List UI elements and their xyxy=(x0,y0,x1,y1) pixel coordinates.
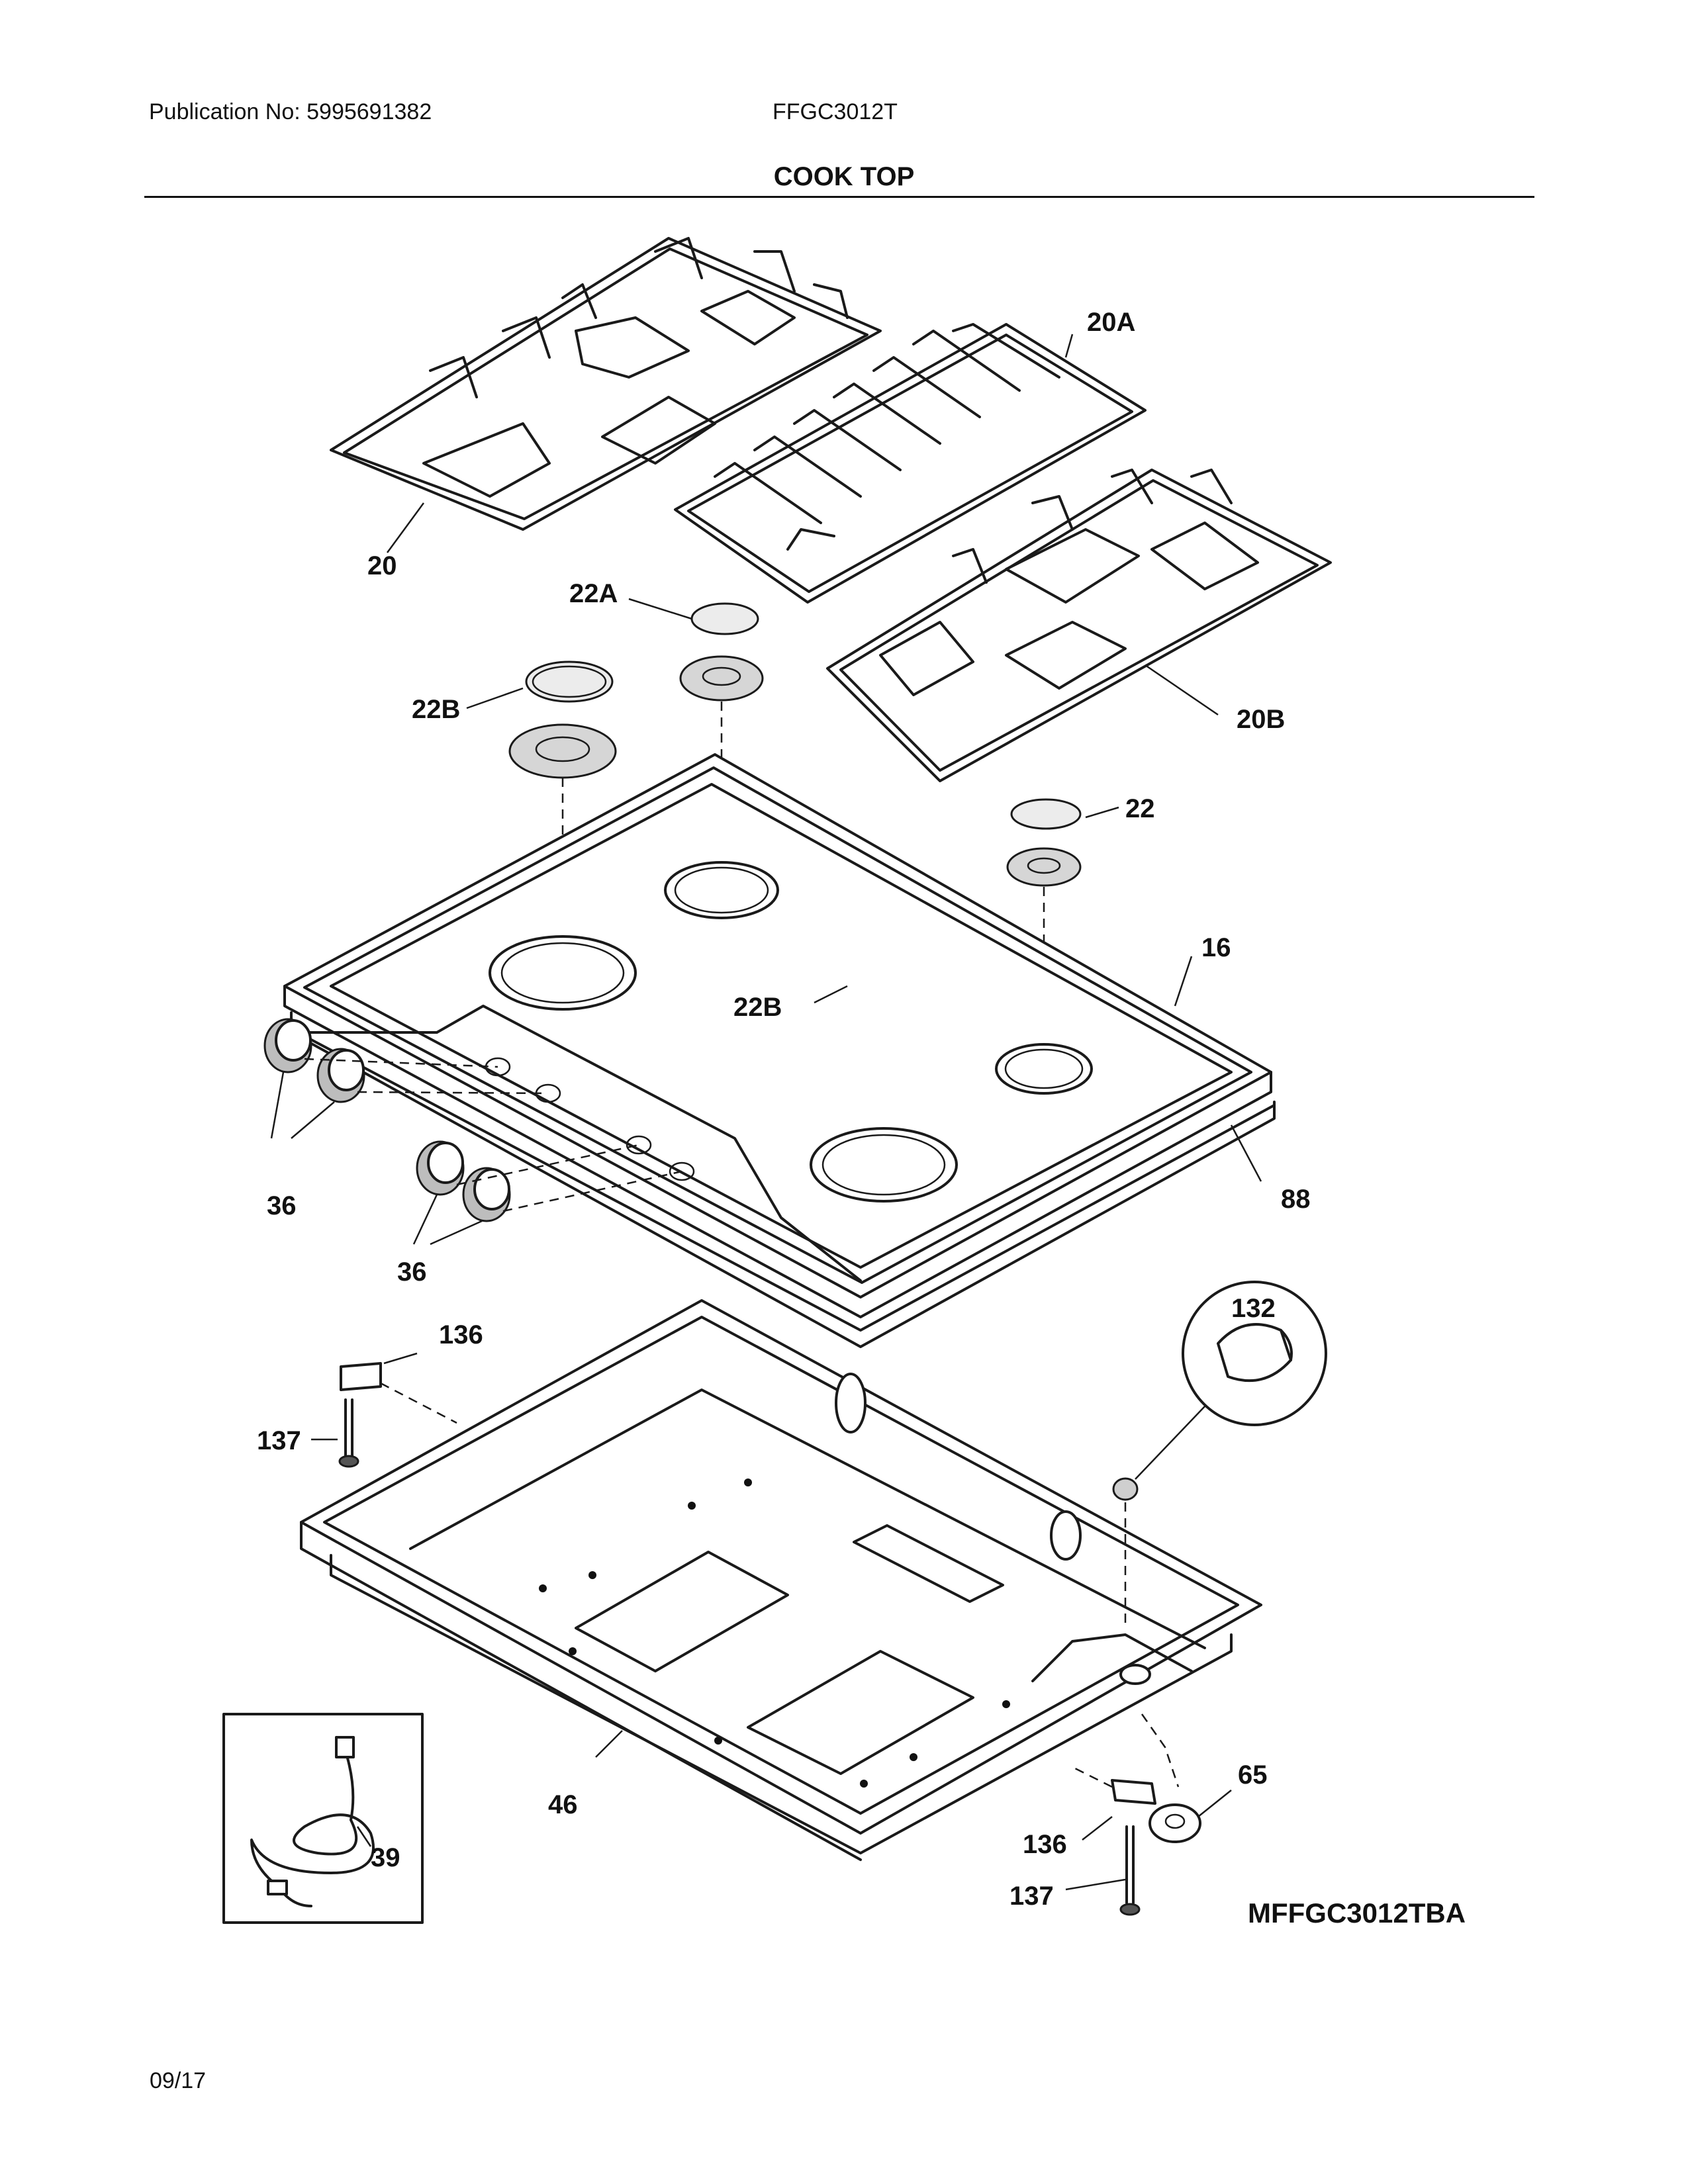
leader-line xyxy=(386,502,425,553)
bracket-bottom[interactable] xyxy=(1111,1779,1156,1805)
grate-left[interactable] xyxy=(330,237,882,531)
knob-1[interactable] xyxy=(263,1018,312,1073)
cap-right[interactable] xyxy=(1010,798,1082,830)
callout-65: 65 xyxy=(1238,1760,1268,1790)
leader-line xyxy=(1145,664,1219,716)
screw-top[interactable] xyxy=(338,1398,359,1468)
leader-line xyxy=(1230,1124,1262,1182)
leader-line xyxy=(1197,1790,1232,1817)
leader-line xyxy=(1174,956,1193,1007)
callout-20: 20 xyxy=(367,551,397,580)
leader-line xyxy=(814,985,848,1004)
callout-22b-rear: 22B xyxy=(412,695,460,724)
callout-36-left: 36 xyxy=(267,1191,297,1220)
callout-132: 132 xyxy=(1231,1294,1276,1323)
screw-bottom[interactable] xyxy=(1119,1825,1141,1916)
callout-20b: 20B xyxy=(1237,705,1285,734)
align-line xyxy=(1141,1713,1180,1788)
leader-line xyxy=(1082,1816,1113,1841)
callout-46: 46 xyxy=(548,1790,578,1819)
cap-rear-center[interactable] xyxy=(690,602,759,635)
callout-137-bottom: 137 xyxy=(1009,1882,1054,1911)
knob-4[interactable] xyxy=(462,1167,511,1222)
burner-head-rear-left[interactable] xyxy=(508,723,617,779)
align-line xyxy=(357,1091,549,1095)
leader-line xyxy=(1064,334,1074,358)
grommet-part[interactable] xyxy=(1112,1477,1139,1501)
leader-line xyxy=(291,1101,335,1139)
leader-line xyxy=(356,1826,372,1847)
publication-number: Publication No: 5995691382 xyxy=(149,99,432,124)
knob-3[interactable] xyxy=(416,1140,465,1196)
grate-center[interactable] xyxy=(674,323,1147,604)
leader-line xyxy=(383,1352,418,1365)
knob-2[interactable] xyxy=(316,1048,365,1103)
model-number: FFGC3012T xyxy=(773,99,898,124)
leader-line xyxy=(1065,1878,1126,1891)
callout-22a: 22A xyxy=(569,579,618,608)
grommet-detail-circle[interactable] xyxy=(1182,1281,1327,1426)
leader-line xyxy=(430,1220,483,1246)
leader-line xyxy=(628,598,692,620)
power-cord-box[interactable] xyxy=(222,1713,424,1924)
cap-rear-left[interactable] xyxy=(525,660,614,703)
callout-36-right: 36 xyxy=(397,1257,427,1287)
callout-22b-front: 22B xyxy=(733,993,782,1022)
burner-box[interactable] xyxy=(300,1299,1262,1861)
leader-line xyxy=(1135,1406,1205,1480)
bracket-top[interactable] xyxy=(340,1362,382,1391)
callout-22: 22 xyxy=(1125,794,1155,823)
grommet[interactable] xyxy=(1149,1803,1201,1843)
callout-136-bottom: 136 xyxy=(1023,1830,1067,1859)
page-title: COOK TOP xyxy=(773,162,915,191)
burner-head-rear-center[interactable] xyxy=(679,655,764,702)
header-divider xyxy=(144,196,1534,198)
callout-16: 16 xyxy=(1201,933,1231,962)
align-line xyxy=(1072,1766,1113,1788)
callout-20a: 20A xyxy=(1087,308,1135,337)
align-line xyxy=(380,1382,457,1424)
leader-line xyxy=(270,1071,285,1139)
align-line xyxy=(304,1058,498,1068)
revision-date: 09/17 xyxy=(150,2068,207,2093)
cooktop-surface[interactable] xyxy=(283,753,1272,1318)
diagram-code: MFFGC3012TBA xyxy=(1248,1897,1466,1929)
callout-136-top: 136 xyxy=(439,1320,483,1349)
leader-line xyxy=(412,1194,438,1245)
leader-line xyxy=(466,687,524,709)
callout-137-top: 137 xyxy=(257,1426,301,1455)
grate-right[interactable] xyxy=(826,469,1332,782)
leader-line xyxy=(1085,806,1119,819)
callout-39: 39 xyxy=(371,1843,400,1872)
callout-88: 88 xyxy=(1281,1185,1311,1214)
burner-head-right[interactable] xyxy=(1006,847,1082,887)
leader-line xyxy=(595,1730,623,1758)
